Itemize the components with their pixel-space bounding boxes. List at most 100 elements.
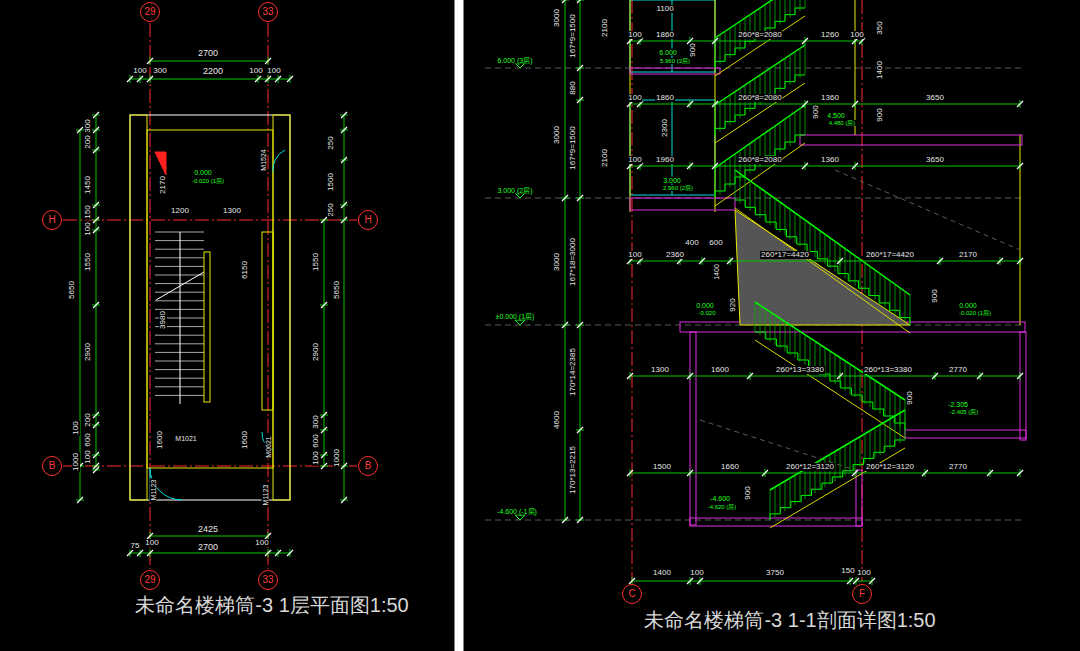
- dimension-label: 200: [84, 412, 92, 427]
- dimension-label: 300: [84, 118, 92, 133]
- stair-baluster: [840, 358, 841, 388]
- dimension-tick: [93, 467, 99, 473]
- dimension-label: 2700: [197, 49, 219, 58]
- dimension-label: 1860: [655, 31, 675, 39]
- axis-number: H: [48, 215, 55, 225]
- level-mark: ±0.000 (1层): [495, 313, 536, 320]
- stair-baluster: [725, 31, 726, 61]
- stair-baluster: [805, 45, 806, 75]
- stair-baluster: [850, 252, 851, 282]
- dimension-tick: [847, 578, 853, 584]
- stair-baluster: [805, 220, 806, 250]
- stair-baluster: [805, 105, 806, 135]
- dimension-tick: [922, 470, 928, 476]
- stair-baluster: [870, 431, 871, 461]
- dimension-label: 1450: [84, 175, 92, 195]
- dimension-label: 2900: [84, 342, 92, 362]
- dimension-label: 170*14=2385: [569, 347, 577, 397]
- stair-baluster: [795, 52, 796, 82]
- axis-bubble: F: [852, 584, 872, 604]
- stair-baluster: [715, 38, 716, 68]
- stair-baluster: [820, 231, 821, 261]
- level-mark: 0.000: [193, 169, 213, 176]
- dimension-tick: [93, 112, 99, 118]
- dimension-label: 260*17=4420: [865, 251, 915, 259]
- stair-handrail: [770, 410, 905, 490]
- floor-slab: [800, 135, 1022, 145]
- hidden-line: [835, 170, 1020, 250]
- axis-bubble: 29: [140, 570, 160, 590]
- stair-baluster: [885, 422, 886, 452]
- stair-baluster: [815, 227, 816, 257]
- stair-baluster: [775, 0, 776, 28]
- dimension-tick: [93, 302, 99, 308]
- stair-baluster: [720, 165, 721, 195]
- dimension-tick: [577, 517, 583, 523]
- dimension-tick: [93, 202, 99, 208]
- stair-baluster: [755, 184, 756, 214]
- stair-baluster: [730, 158, 731, 188]
- stair-baluster: [775, 315, 776, 345]
- stair-baluster: [905, 410, 906, 440]
- stair-baluster: [720, 35, 721, 65]
- axis-number: C: [628, 589, 635, 599]
- axis-bubble: B: [42, 456, 62, 476]
- dimension-tick: [127, 550, 133, 556]
- dimension-label: M1524: [260, 148, 267, 171]
- dimension-tick: [712, 163, 718, 169]
- dimension-label: 2100: [601, 18, 609, 38]
- stair-baluster: [775, 65, 776, 95]
- stair-baluster: [770, 1, 771, 31]
- stair-baluster: [845, 446, 846, 476]
- dimension-label: 100: [144, 539, 159, 547]
- dimension-label: 2360: [665, 251, 685, 259]
- dimension-tick: [321, 452, 327, 458]
- stair-baluster: [805, 0, 806, 8]
- stair-baluster: [790, 325, 791, 355]
- dimension-label: 100: [627, 31, 642, 39]
- dimension-tick: [562, 0, 568, 3]
- dimension-label: 1550: [312, 252, 320, 272]
- dimension-label: 300: [312, 414, 320, 429]
- level-mark: 2.960 (2层): [662, 185, 694, 191]
- dimension-label: 100: [856, 569, 871, 577]
- dimension-line: [344, 115, 345, 500]
- dimension-label: 900: [906, 390, 914, 405]
- stair-baluster: [725, 98, 726, 128]
- dimension-tick: [712, 101, 718, 107]
- dimension-tick: [762, 470, 768, 476]
- stair-baluster: [870, 266, 871, 296]
- stair-baluster: [770, 130, 771, 160]
- panel-divider: [455, 0, 463, 651]
- dimension-tick: [852, 163, 858, 169]
- stair-baluster: [825, 234, 826, 264]
- axis-bubble: B: [358, 456, 378, 476]
- stair-baluster: [855, 367, 856, 397]
- dimension-tick: [727, 258, 733, 264]
- dimension-label: 100: [312, 450, 320, 465]
- axis-bubble: 29: [140, 2, 160, 22]
- stair-baluster: [780, 0, 781, 25]
- dimension-tick: [987, 470, 993, 476]
- stair-baluster: [810, 338, 811, 368]
- dimension-label: 1400: [713, 263, 720, 281]
- dimension-tick: [93, 422, 99, 428]
- dimension-label: 2425: [197, 525, 219, 534]
- stair-baluster: [745, 177, 746, 207]
- axis-bubble: 33: [258, 570, 278, 590]
- dimension-tick: [341, 112, 347, 118]
- dimension-line: [630, 166, 1020, 167]
- dimension-tick: [687, 470, 693, 476]
- dimension-tick: [869, 578, 875, 584]
- drawing-caption: 未命名楼梯筒-3 1层平面图1:50: [134, 595, 409, 615]
- axis-number: H: [364, 215, 371, 225]
- stair-baluster: [715, 168, 716, 198]
- stair-baluster: [825, 457, 826, 487]
- stair-baluster: [750, 15, 751, 45]
- dimension-label: 167*9=1500: [569, 125, 577, 170]
- landing-slab: [905, 430, 1026, 438]
- dimension-label: 3650: [925, 156, 945, 164]
- dimension-tick: [562, 517, 568, 523]
- dimension-label: 900: [876, 107, 884, 122]
- dimension-tick: [562, 195, 568, 201]
